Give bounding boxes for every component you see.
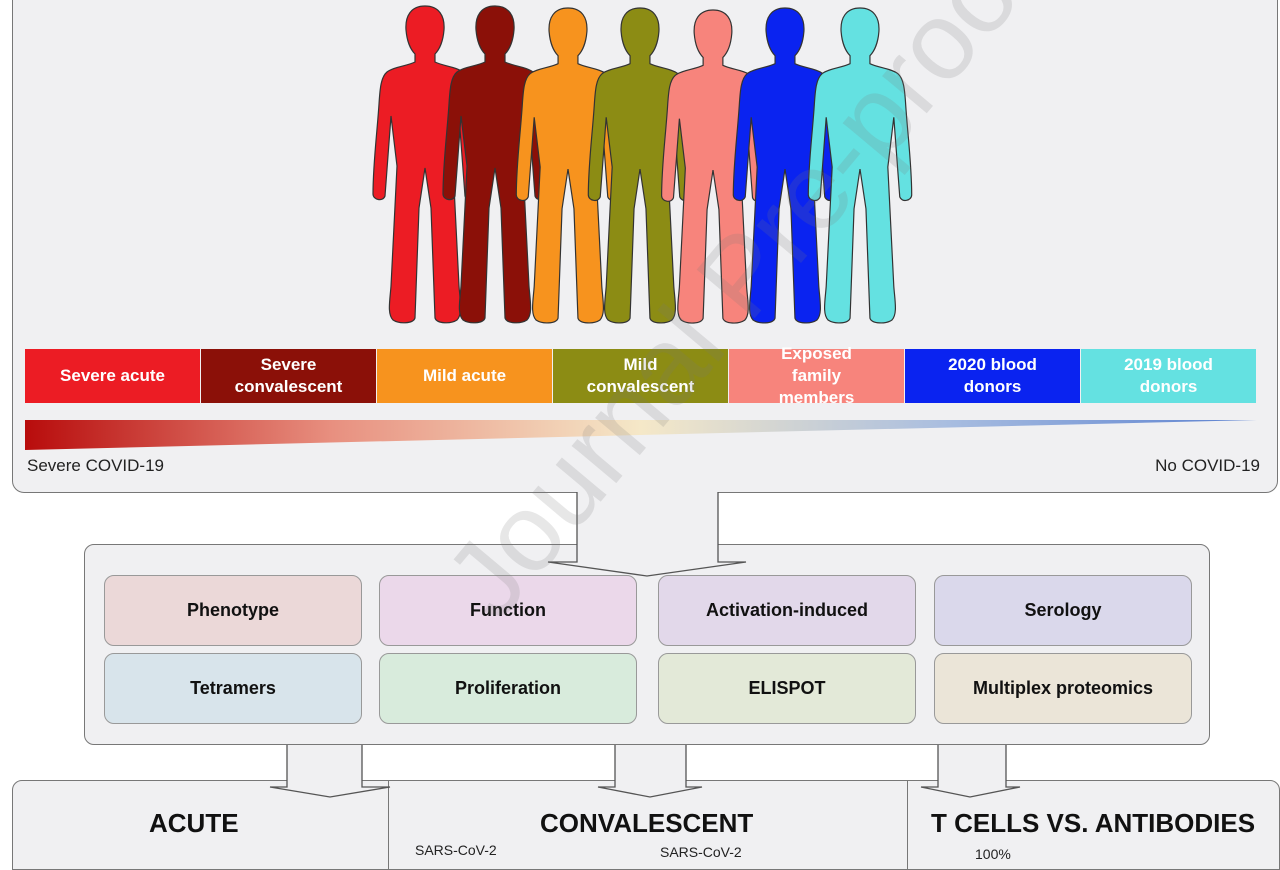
method-box-2: Activation-induced bbox=[658, 575, 916, 646]
method-box-3: Serology bbox=[934, 575, 1192, 646]
convalescent-title: CONVALESCENT bbox=[540, 808, 754, 838]
group-label-4: Exposed family members bbox=[729, 344, 904, 407]
group-label-1: Severe convalescent bbox=[201, 349, 376, 403]
percent-label: 100% bbox=[975, 846, 1011, 862]
acute-title: ACUTE bbox=[149, 808, 239, 838]
method-box-0: Phenotype bbox=[104, 575, 362, 646]
scale-right-label: No COVID-19 bbox=[1155, 456, 1260, 475]
method-box-7: Multiplex proteomics bbox=[934, 653, 1192, 724]
group-label-0: Severe acute bbox=[25, 349, 200, 403]
arrow-top-to-methods bbox=[547, 492, 747, 577]
sars-label-1: SARS-CoV-2 bbox=[415, 842, 497, 858]
severity-gradient bbox=[25, 420, 1257, 450]
arrow-to-tcells bbox=[920, 745, 1021, 798]
method-box-1: Function bbox=[379, 575, 637, 646]
group-label-3: Mild convalescent bbox=[553, 349, 728, 403]
group-label-6: 2019 blood donors bbox=[1081, 349, 1256, 403]
method-box-6: ELISPOT bbox=[658, 653, 916, 724]
arrow-to-convalescent bbox=[597, 745, 703, 798]
method-box-5: Proliferation bbox=[379, 653, 637, 724]
sars-label-2: SARS-CoV-2 bbox=[660, 844, 742, 860]
group-label-5: 2020 blood donors bbox=[905, 349, 1080, 403]
group-label-2: Mild acute bbox=[377, 349, 552, 403]
tcells-title: T CELLS VS. ANTIBODIES bbox=[931, 808, 1256, 838]
arrow-to-acute bbox=[269, 745, 391, 798]
method-box-4: Tetramers bbox=[104, 653, 362, 724]
scale-left-label: Severe COVID-19 bbox=[27, 456, 164, 475]
